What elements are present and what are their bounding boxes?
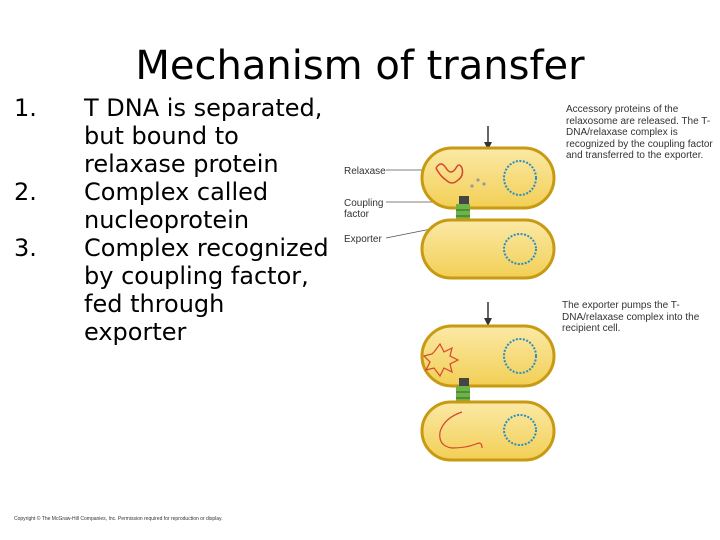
recipient-cell [420,400,556,462]
list-number: 3. [14,234,37,262]
conjugation-diagram [385,126,556,462]
list-number: 2. [14,178,37,206]
recipient-cell [420,218,556,280]
donor-cell [420,146,556,210]
list-text: T DNA is separated, but bound to relaxas… [84,94,323,178]
list-item: 1. T DNA is separated, but bound to rela… [14,94,334,178]
figure-caption-top: Accessory proteins of the relaxosome are… [566,104,713,161]
list-item: 3. Complex recognized by coupling factor… [14,234,334,346]
coupling-factor-label: Coupling factor [344,198,384,220]
exporter-label: Exporter [344,234,382,245]
donor-cell [420,324,556,388]
list-number: 1. [14,94,37,122]
list-text: Complex recognized by coupling factor, f… [84,234,329,346]
mechanism-steps: 1. T DNA is separated, but bound to rela… [14,94,334,346]
list-text: Complex called nucleoprotein [84,178,269,234]
figure-caption-bottom: The exporter pumps the T-DNA/relaxase co… [562,300,700,334]
slide-title: Mechanism of transfer [135,43,585,89]
copyright-notice: Copyright © The McGraw-Hill Companies, I… [14,516,223,522]
relaxase-label: Relaxase [344,166,386,177]
arrow-down-icon [484,302,492,326]
arrow-down-icon [484,126,492,150]
list-item: 2. Complex called nucleoprotein [14,178,334,234]
